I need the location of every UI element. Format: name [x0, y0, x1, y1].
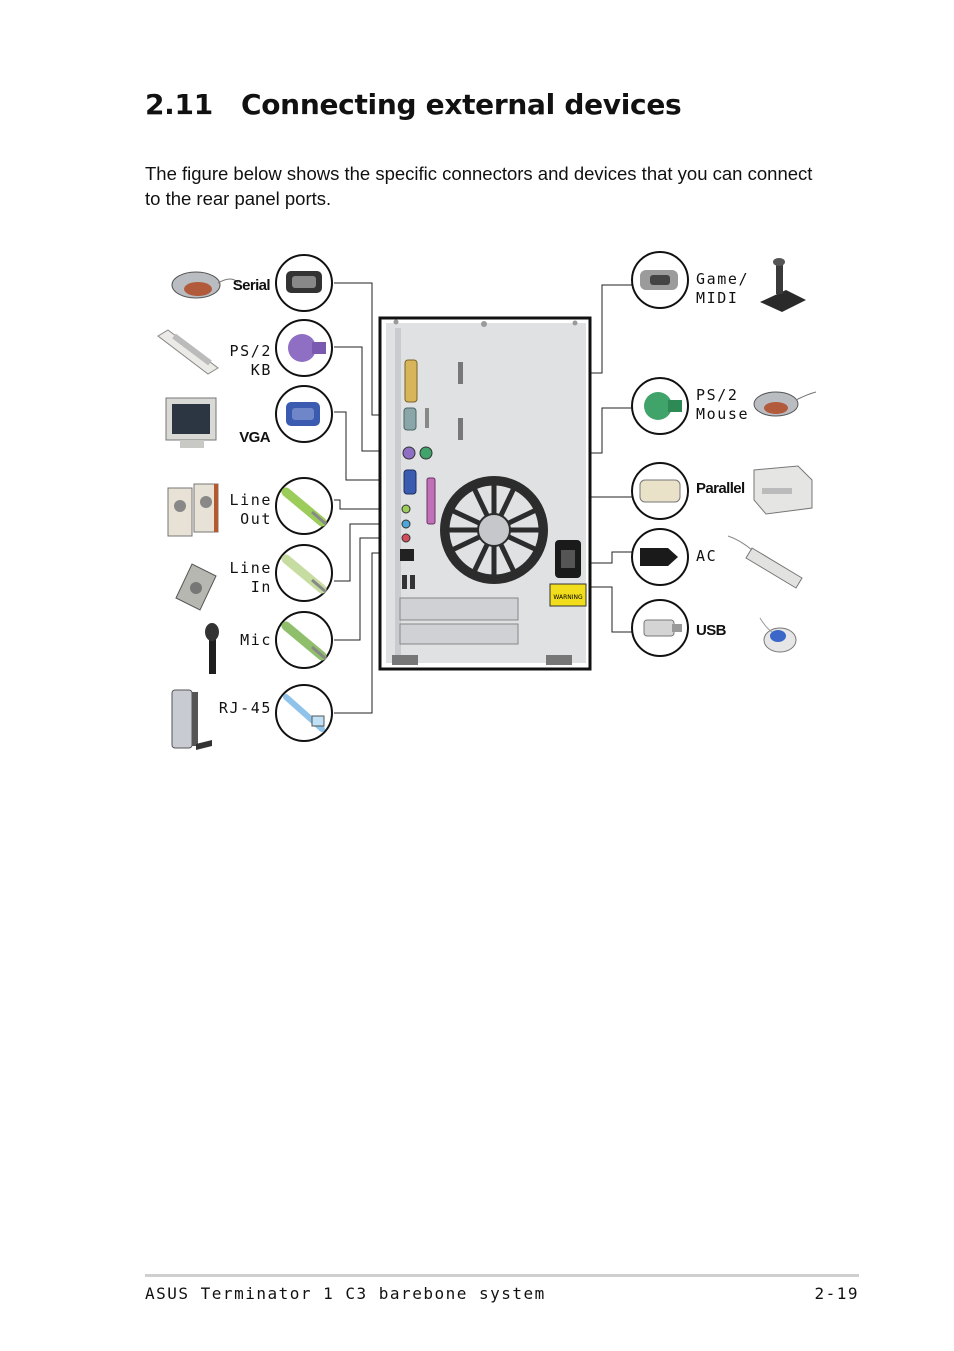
- label-line-in-line1: Line: [229, 559, 272, 577]
- label-usb: USB: [696, 622, 726, 639]
- tape-recorder-image: [175, 563, 217, 611]
- serial-mouse-image: [171, 271, 239, 299]
- label-parallel: Parallel: [696, 480, 745, 497]
- label-rj45: RJ-45: [218, 699, 272, 717]
- modem-image: [171, 689, 212, 750]
- ps2-mouse-image: [753, 391, 817, 417]
- printer-image: [753, 465, 813, 515]
- connector-usb: [631, 599, 689, 657]
- microphone-image: [205, 623, 219, 674]
- label-mic: Mic: [240, 631, 272, 649]
- label-game-midi-line1: Game/: [696, 270, 750, 288]
- connector-serial: [275, 254, 333, 312]
- label-ps2-kb-line1: PS/2: [229, 342, 272, 360]
- usb-device-image: [759, 617, 797, 653]
- warning-label: WARNING: [553, 594, 583, 601]
- section-title: Connecting external devices: [241, 88, 682, 121]
- label-ps2-mouse-line2: Mouse: [696, 405, 750, 423]
- monitor-image: [165, 397, 217, 448]
- label-line-out-line1: Line: [229, 491, 272, 509]
- connector-ac: [631, 528, 689, 586]
- joystick-image: [760, 258, 806, 312]
- connector-parallel: [631, 462, 689, 520]
- speakers-image: [167, 483, 219, 537]
- intro-paragraph: The figure below shows the specific conn…: [145, 163, 813, 209]
- label-ps2-kb-line2: KB: [250, 361, 272, 379]
- label-line-out-line2: Out: [240, 510, 272, 528]
- section-number: 2.11: [145, 88, 213, 121]
- connector-line-in: [275, 544, 333, 602]
- label-vga: VGA: [239, 429, 270, 446]
- footer-product-name: ASUS Terminator 1 C3 barebone system: [145, 1284, 546, 1303]
- label-game-midi-line2: MIDI: [696, 289, 739, 307]
- label-serial: Serial: [232, 277, 271, 294]
- section-heading: 2.11 Connecting external devices: [145, 88, 682, 121]
- connector-game-midi: [631, 251, 689, 309]
- keyboard-image: [157, 329, 219, 375]
- power-strip-image: [727, 535, 803, 589]
- label-line-in-line2: In: [250, 578, 272, 596]
- connector-line-out: [275, 477, 333, 535]
- footer-rule: [145, 1274, 859, 1277]
- connector-vga: [275, 385, 333, 443]
- connector-ps2-kb: [275, 319, 333, 377]
- connector-mic: [275, 611, 333, 669]
- connector-ps2-mouse: [631, 377, 689, 435]
- connector-rj45: [275, 684, 333, 742]
- footer-page-number: 2-19: [814, 1284, 859, 1303]
- label-ac: AC: [696, 547, 718, 565]
- computer-rear-panel: WARNING: [378, 316, 592, 671]
- label-ps2-mouse-line1: PS/2: [696, 386, 739, 404]
